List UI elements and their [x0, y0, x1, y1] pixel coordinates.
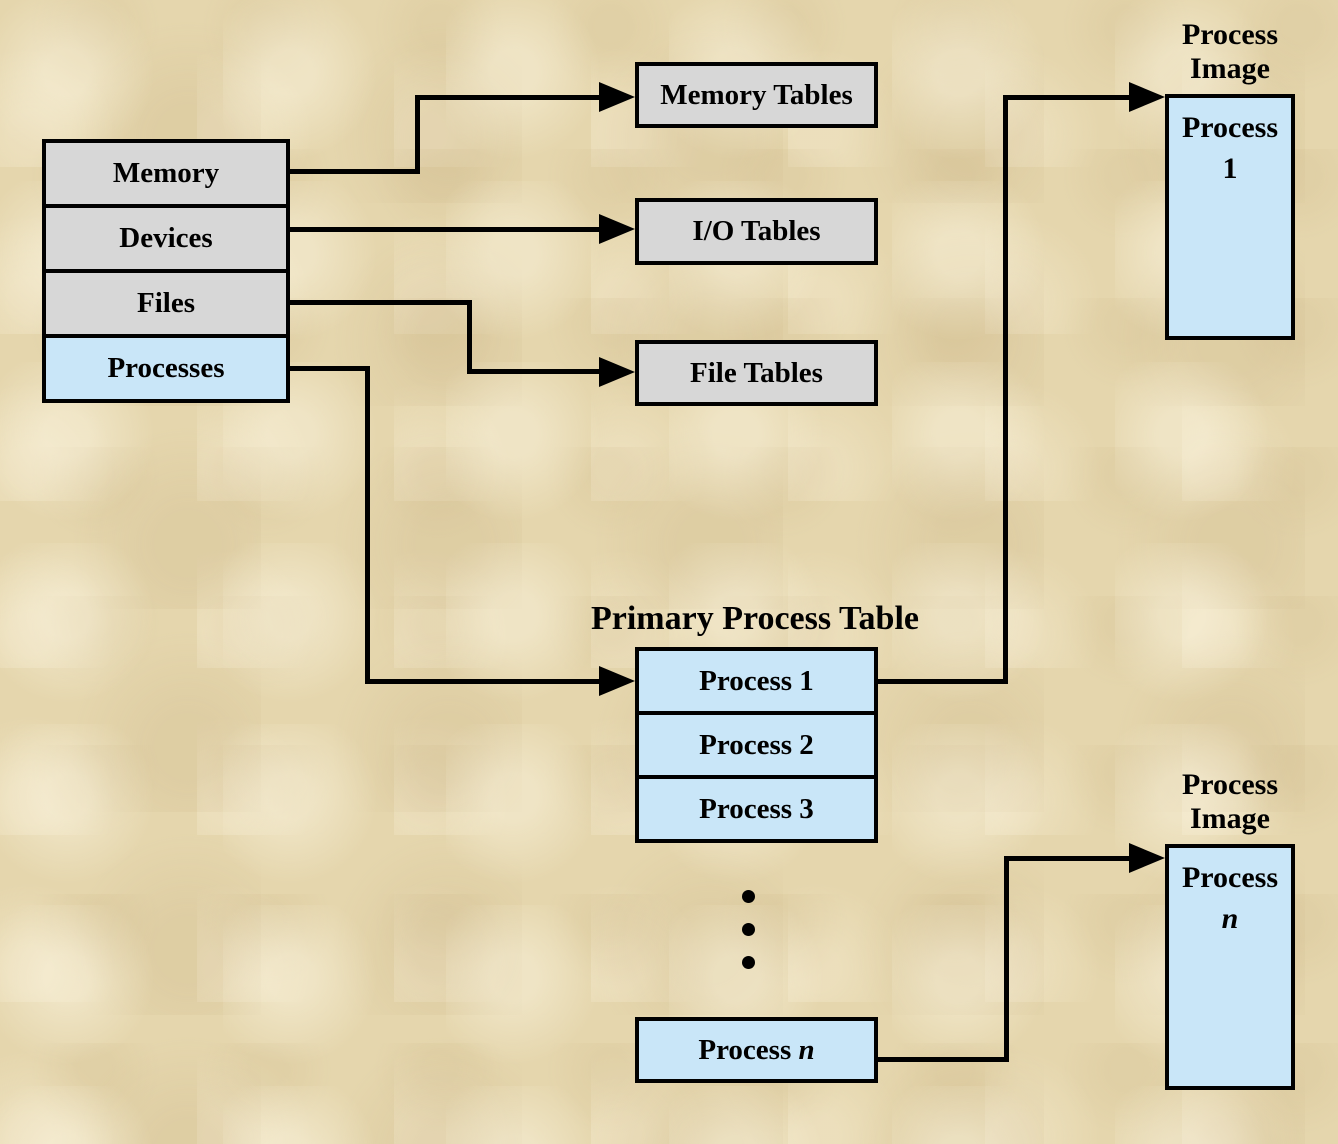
processes-connector-seg3 [365, 679, 601, 684]
files-arrowhead-icon [599, 357, 635, 387]
processes-connector-seg2 [365, 366, 370, 684]
process1-connector-seg3 [1003, 95, 1131, 100]
primary-process-table-row-3: Process 3 [635, 775, 878, 843]
control-row-memory-label: Memory [112, 157, 220, 189]
process-2-label: Process 2 [699, 728, 814, 761]
memory-tables-label: Memory Tables [660, 78, 853, 111]
io-tables-label: I/O Tables [692, 215, 821, 247]
process-1-label: Process 1 [699, 664, 814, 697]
process1-arrowhead-icon [1129, 82, 1165, 112]
devices-connector-seg1 [288, 227, 601, 232]
memory-connector-seg1 [288, 169, 418, 174]
processes-connector-seg1 [288, 366, 370, 371]
files-connector-seg1 [288, 300, 472, 305]
memory-arrowhead-icon [599, 82, 635, 112]
process-image-n-caption-line2: Image [1190, 801, 1270, 835]
processn-arrowhead-icon [1129, 843, 1165, 873]
control-row-processes-label: Processes [107, 352, 225, 384]
primary-process-table-row-2: Process 2 [635, 711, 878, 779]
process-n-box: Process n [635, 1017, 878, 1083]
ellipsis-dot-3 [742, 956, 755, 969]
process-image-1-caption-line2: Image [1190, 51, 1270, 85]
process-n-label: Process n [698, 1034, 814, 1067]
memory-connector-seg2 [415, 95, 420, 174]
control-row-memory: Memory [42, 139, 290, 208]
io-tables-box: I/O Tables [635, 198, 878, 265]
process-3-label: Process 3 [699, 792, 814, 825]
control-row-devices-label: Devices [119, 222, 213, 254]
process1-connector-seg1 [876, 679, 1008, 684]
process-n-prefix: Process [698, 1033, 792, 1066]
process-image-1-body-line2: 1 [1222, 151, 1238, 185]
control-row-files-label: Files [137, 287, 195, 319]
processn-connector-seg2 [1004, 856, 1009, 1062]
files-connector-seg2 [467, 300, 472, 374]
process-image-1-caption: Process Image [1140, 18, 1320, 85]
primary-process-table-row-1: Process 1 [635, 647, 878, 715]
primary-process-table: Process 1 Process 2 Process 3 [635, 647, 878, 843]
process-image-1-box: Process 1 [1165, 94, 1295, 340]
process-image-n-caption: Process Image [1140, 768, 1320, 835]
process-image-n-box: Process n [1165, 844, 1295, 1090]
process-n-italic: n [798, 1033, 815, 1066]
control-row-processes: Processes [42, 334, 290, 403]
file-tables-box: File Tables [635, 340, 878, 406]
processn-connector-seg3 [1004, 856, 1131, 861]
process1-connector-seg2 [1003, 95, 1008, 684]
file-tables-label: File Tables [690, 356, 823, 389]
memory-connector-seg3 [415, 95, 601, 100]
devices-arrowhead-icon [599, 214, 635, 244]
process-image-1-caption-line1: Process [1181, 18, 1279, 51]
process-image-n-body-line1: Process [1181, 861, 1279, 894]
processn-connector-seg1 [876, 1057, 1009, 1062]
process-image-n-body-line2: n [1221, 901, 1239, 935]
process-image-n-caption-line1: Process [1181, 768, 1279, 801]
control-row-files: Files [42, 269, 290, 338]
processes-arrowhead-icon [599, 666, 635, 696]
files-connector-seg3 [467, 369, 601, 374]
ellipsis-dot-2 [742, 923, 755, 936]
control-row-devices: Devices [42, 204, 290, 273]
os-control-tables-block: Memory Devices Files Processes [42, 139, 290, 403]
primary-process-table-title: Primary Process Table [591, 600, 919, 637]
ellipsis-dot-1 [742, 890, 755, 903]
process-image-1-body-line1: Process [1181, 111, 1279, 144]
memory-tables-box: Memory Tables [635, 62, 878, 128]
